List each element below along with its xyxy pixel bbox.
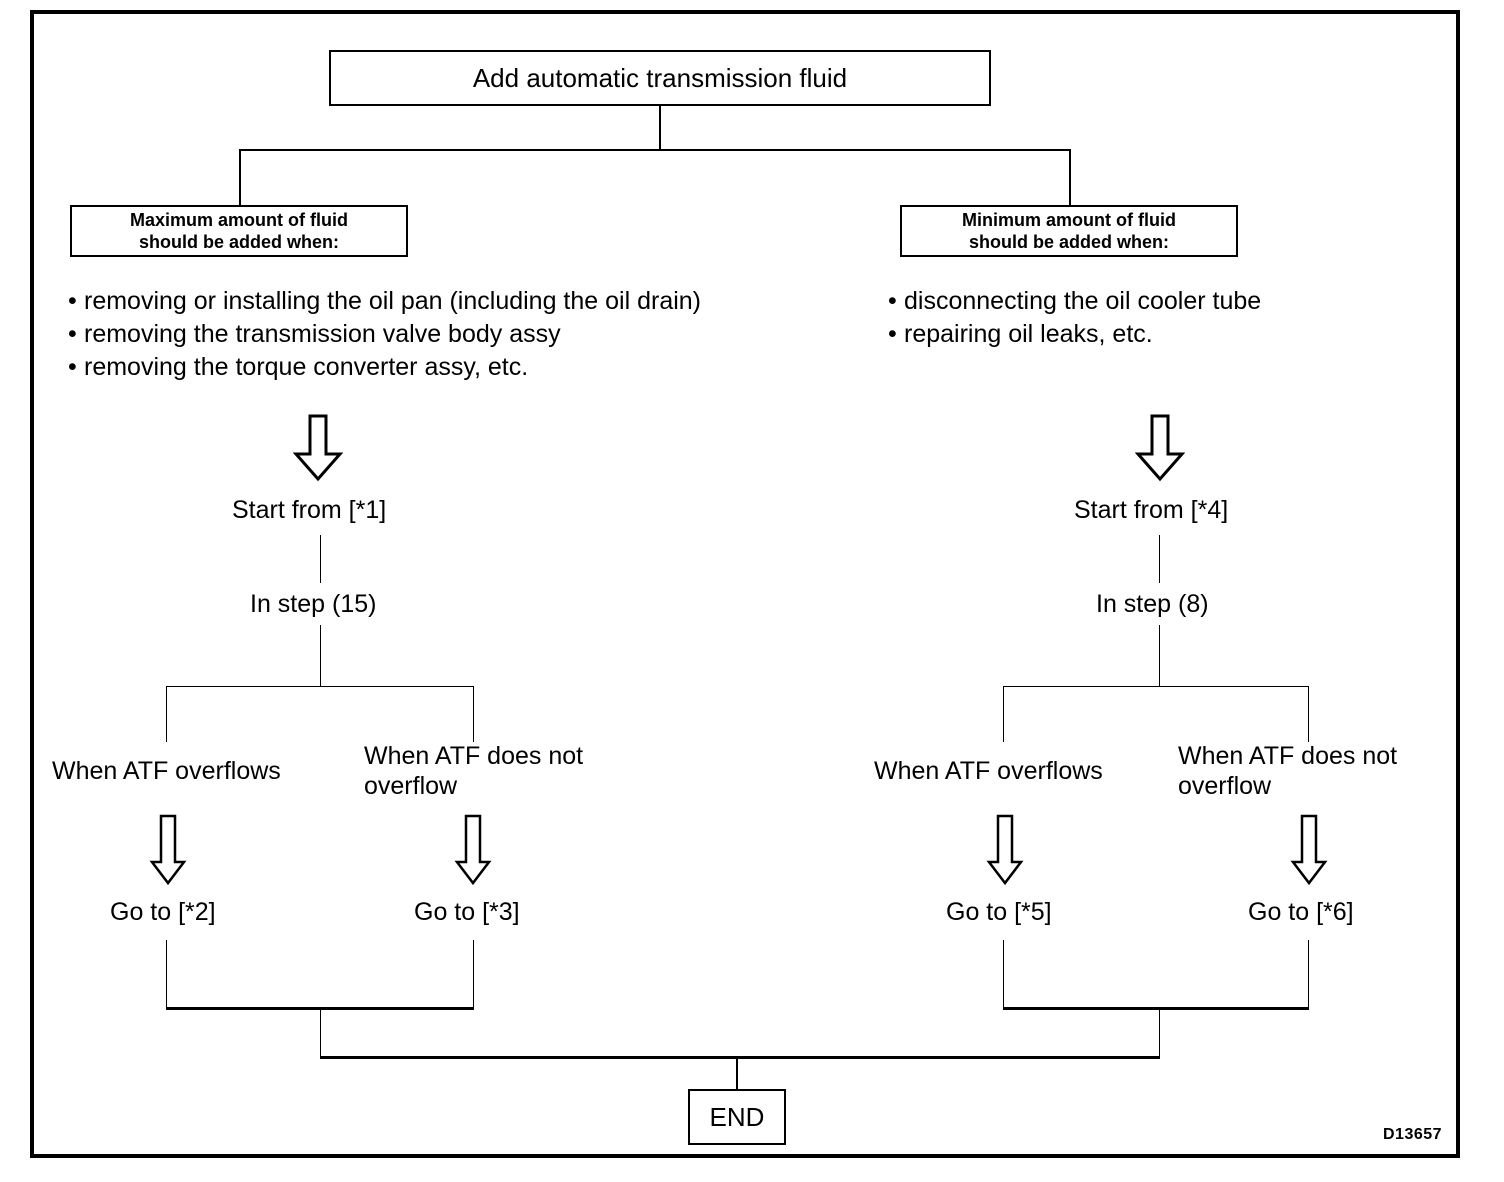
connector-left-to-final xyxy=(320,1007,321,1057)
condition-box-minimum-line1: Minimum amount of fluid xyxy=(962,209,1176,230)
bullet-list-maximum: •removing or installing the oil pan (inc… xyxy=(68,285,701,384)
condition-box-maximum: Maximum amount of fluid should be added … xyxy=(70,205,408,257)
connector-left-split-arm-b xyxy=(473,686,474,742)
label-start-from-1: Start from [*1] xyxy=(232,496,387,524)
connector-top-right xyxy=(1069,149,1071,206)
end-box: END xyxy=(688,1089,786,1145)
hollow-down-arrow-icon xyxy=(454,814,492,886)
connector-left-step-stem xyxy=(320,625,321,687)
label-go-to-6: Go to [*6] xyxy=(1248,898,1354,926)
connector-title-stem xyxy=(659,106,661,150)
hollow-down-arrow-icon xyxy=(1135,414,1185,482)
connector-goto5-down xyxy=(1003,940,1004,1008)
list-item: •repairing oil leaks, etc. xyxy=(888,318,1261,351)
bullet-icon: • xyxy=(68,287,77,315)
label-when-atf-overflows-right: When ATF overflows xyxy=(874,757,1103,785)
bullet-icon: • xyxy=(888,320,897,348)
bullet-icon: • xyxy=(68,320,77,348)
list-item: •removing or installing the oil pan (inc… xyxy=(68,285,701,318)
connector-right-split-bar xyxy=(1003,686,1309,687)
figure-code: D13657 xyxy=(1383,1126,1443,1143)
label-in-step-15: In step (15) xyxy=(250,590,377,618)
hollow-down-arrow-icon xyxy=(1290,814,1328,886)
end-box-label: END xyxy=(709,1101,765,1132)
hollow-down-arrow-icon xyxy=(149,814,187,886)
connector-right-merge-bar xyxy=(1003,1007,1309,1010)
connector-top-split xyxy=(239,149,1071,151)
list-item-text: removing the transmission valve body ass… xyxy=(84,320,561,348)
list-item-text: disconnecting the oil cooler tube xyxy=(904,287,1262,315)
condition-box-maximum-line1: Maximum amount of fluid xyxy=(130,209,348,230)
label-when-atf-not-overflow-left: When ATF does not overflow xyxy=(364,742,584,800)
bullet-icon: • xyxy=(68,353,77,381)
condition-box-maximum-text: Maximum amount of fluid should be added … xyxy=(130,209,348,254)
label-start-from-4: Start from [*4] xyxy=(1074,496,1229,524)
figure-border xyxy=(30,10,1460,1158)
condition-box-maximum-line2: should be added when: xyxy=(138,232,339,252)
label-when-atf-overflows-left: When ATF overflows xyxy=(52,757,281,785)
label-in-step-8: In step (8) xyxy=(1096,590,1209,618)
connector-right-split-arm-a xyxy=(1003,686,1004,742)
connector-goto3-down xyxy=(473,940,474,1008)
connector-goto2-down xyxy=(166,940,167,1008)
condition-box-minimum: Minimum amount of fluid should be added … xyxy=(900,205,1238,257)
connector-left-split-bar xyxy=(166,686,474,687)
list-item-text: repairing oil leaks, etc. xyxy=(904,320,1153,348)
hollow-down-arrow-icon xyxy=(986,814,1024,886)
title-box-label: Add automatic transmission fluid xyxy=(472,62,848,93)
condition-box-minimum-line2: should be added when: xyxy=(968,232,1169,252)
connector-right-to-final xyxy=(1159,1007,1160,1057)
label-when-atf-not-overflow-right: When ATF does not overflow xyxy=(1178,742,1398,800)
list-item: •disconnecting the oil cooler tube xyxy=(888,285,1261,318)
list-item-text: removing the torque converter assy, etc. xyxy=(84,353,529,381)
label-go-to-3: Go to [*3] xyxy=(414,898,520,926)
bullet-list-minimum: •disconnecting the oil cooler tube •repa… xyxy=(888,285,1261,351)
condition-box-minimum-text: Minimum amount of fluid should be added … xyxy=(962,209,1176,254)
list-item: •removing the torque converter assy, etc… xyxy=(68,351,701,384)
connector-start-to-step-left xyxy=(320,535,321,583)
connector-top-left xyxy=(239,149,241,206)
connector-right-step-stem xyxy=(1159,625,1160,687)
connector-left-split-arm-a xyxy=(166,686,167,742)
hollow-down-arrow-icon xyxy=(293,414,343,482)
title-box: Add automatic transmission fluid xyxy=(329,50,991,106)
bullet-icon: • xyxy=(888,287,897,315)
connector-right-split-arm-b xyxy=(1308,686,1309,742)
connector-final-stem xyxy=(736,1056,738,1090)
list-item-text: removing or installing the oil pan (incl… xyxy=(84,287,702,315)
connector-start-to-step-right xyxy=(1159,535,1160,583)
label-go-to-2: Go to [*2] xyxy=(110,898,216,926)
connector-final-bar xyxy=(320,1056,1160,1059)
label-go-to-5: Go to [*5] xyxy=(946,898,1052,926)
list-item: •removing the transmission valve body as… xyxy=(68,318,701,351)
connector-goto6-down xyxy=(1308,940,1309,1008)
